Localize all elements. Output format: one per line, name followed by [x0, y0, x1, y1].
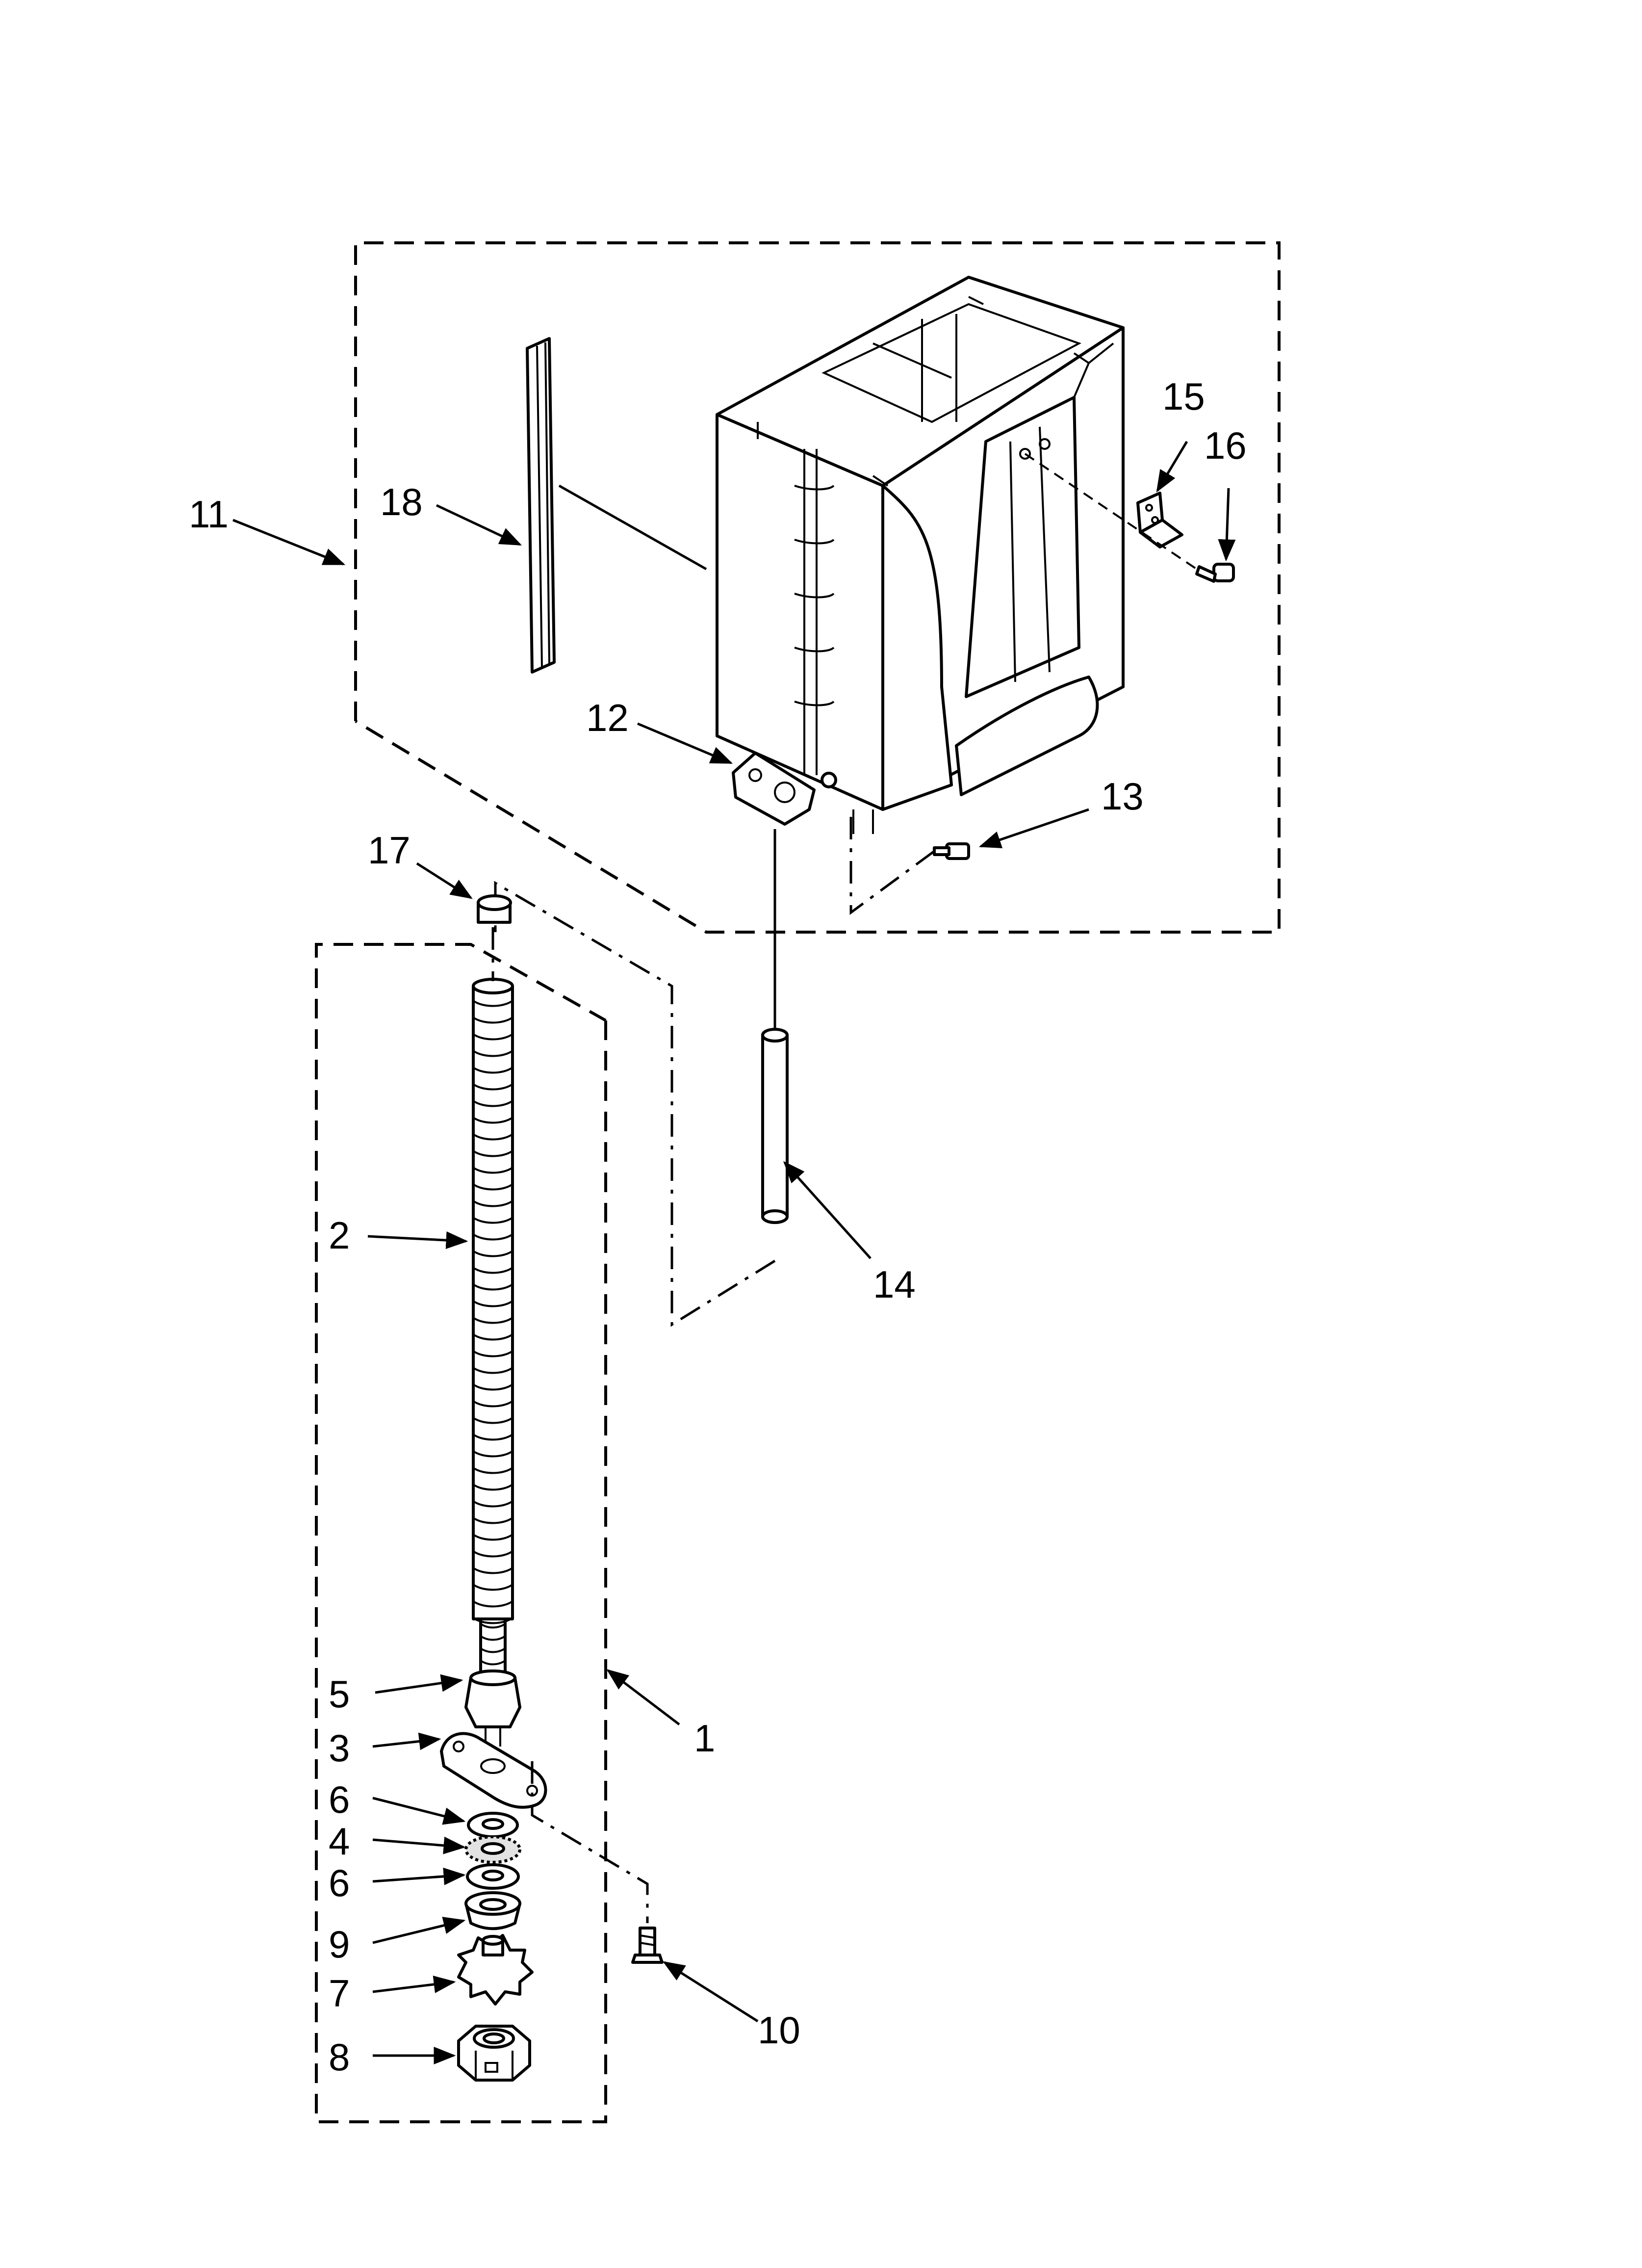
part-17-cap — [477, 894, 512, 924]
auger-ridge — [472, 1434, 513, 1441]
auger-ridge — [472, 1167, 513, 1174]
label-part-10: 10 — [758, 2008, 800, 2052]
auger-ridge — [472, 1267, 513, 1274]
auger-ridge — [480, 1647, 506, 1653]
auger-ridge — [472, 1050, 513, 1057]
part-6a-washer — [467, 1812, 519, 1838]
leader-arrows — [232, 441, 1236, 2064]
part-9-cup — [464, 1891, 521, 1930]
auger-ridge — [472, 1133, 513, 1141]
auger-ridge — [472, 1417, 513, 1424]
part-14-rod — [494, 829, 789, 1327]
label-part-9: 9 — [329, 1923, 350, 1966]
part-8-nut — [457, 2025, 531, 2082]
label-part-8: 8 — [329, 2035, 350, 2079]
auger-ridge — [472, 1584, 513, 1591]
assembly-11-boundary — [354, 241, 1281, 934]
auger-ridge — [472, 1367, 513, 1374]
label-part-12: 12 — [586, 696, 629, 739]
auger-ridge — [472, 1400, 513, 1408]
label-part-2: 2 — [329, 1214, 350, 1257]
auger-ridge — [472, 1200, 513, 1207]
part-7-sprocket — [457, 1934, 534, 2006]
auger-ridge — [472, 1333, 513, 1341]
label-part-3: 3 — [329, 1726, 350, 1770]
auger-ridge — [472, 1383, 513, 1391]
label-part-13: 13 — [1101, 775, 1144, 818]
part-15-clip — [1136, 492, 1183, 548]
label-part-4: 4 — [329, 1820, 350, 1863]
auger-ridge — [472, 1350, 513, 1357]
auger-ridge — [472, 1283, 513, 1291]
auger-ridge — [480, 1635, 506, 1641]
part-13-screw — [849, 809, 970, 915]
auger-ridge — [472, 1500, 513, 1508]
part-16-screw — [1019, 438, 1235, 583]
part-labels: 11 18 15 16 12 13 17 14 2 1 5 3 6 4 6 9 … — [189, 375, 1247, 2079]
auger-ridge — [472, 1567, 513, 1574]
label-part-16: 16 — [1204, 424, 1247, 467]
auger-ridge — [472, 1017, 513, 1024]
auger-ridge — [472, 1450, 513, 1458]
auger-ridge — [480, 1623, 506, 1629]
part-10-screw — [631, 1927, 664, 1964]
part-4-washer — [464, 1835, 521, 1864]
auger-ridge — [472, 1183, 513, 1191]
assembly-1-boundary — [315, 943, 607, 2123]
auger-ridge — [472, 1317, 513, 1324]
label-part-6b: 6 — [329, 1861, 350, 1904]
label-part-11: 11 — [189, 493, 229, 536]
label-part-7: 7 — [329, 1972, 350, 2015]
auger-ridge — [472, 1000, 513, 1007]
auger-ridge — [472, 1517, 513, 1524]
auger-ridge — [480, 1660, 506, 1666]
label-part-15: 15 — [1162, 375, 1205, 418]
part-18-strip — [526, 337, 707, 674]
auger-ridge — [472, 1033, 513, 1041]
part-5-bushing — [464, 1669, 521, 1747]
auger-ridge — [472, 1484, 513, 1491]
label-part-1: 1 — [694, 1717, 715, 1760]
auger-ridge — [472, 1550, 513, 1558]
part-2-auger — [472, 927, 514, 1674]
label-part-17: 17 — [368, 829, 410, 872]
auger-ridge — [472, 1250, 513, 1257]
auger-ridge — [472, 1083, 513, 1091]
label-part-18: 18 — [380, 480, 423, 523]
part-3-plate — [440, 1732, 649, 1923]
label-part-14: 14 — [873, 1263, 916, 1306]
auger-ridge — [472, 1534, 513, 1541]
part-12-bracket — [732, 752, 837, 826]
auger-ridge — [472, 1150, 513, 1157]
auger-ridge — [472, 1100, 513, 1107]
auger-ridge — [472, 1067, 513, 1074]
part-6b-washer — [466, 1863, 520, 1890]
label-part-6a: 6 — [329, 1778, 350, 1821]
auger-ridge — [472, 1233, 513, 1241]
auger-ridge — [472, 1467, 513, 1474]
label-part-5: 5 — [329, 1672, 350, 1716]
auger-ridge — [472, 1217, 513, 1224]
ice-bucket-housing — [716, 276, 1125, 834]
auger-ridge — [472, 1600, 513, 1608]
auger-ridge — [472, 1117, 513, 1124]
auger-ridge — [472, 1617, 513, 1624]
auger-ridge — [472, 1300, 513, 1307]
